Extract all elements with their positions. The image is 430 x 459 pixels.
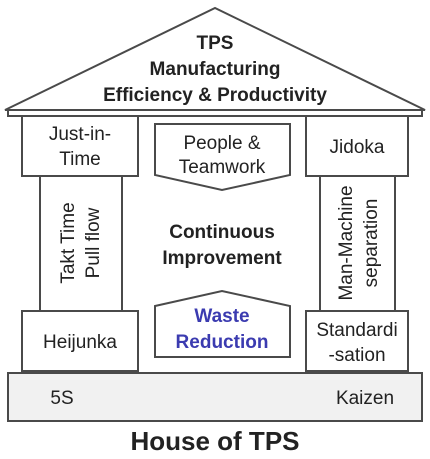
left-pillar-shaft xyxy=(39,175,123,312)
continuous-improvement-label: Continuous xyxy=(169,222,275,243)
roof-tagline: Efficiency & Productivity xyxy=(103,85,327,106)
waste-reduction-label: Waste xyxy=(194,306,249,327)
right-pillar-shaft xyxy=(319,175,396,312)
people-teamwork-label-2: Teamwork xyxy=(179,157,266,178)
left-pillar-top-label-2: Time xyxy=(59,149,101,170)
left-pillar-shaft-label: Takt Time xyxy=(58,202,79,283)
right-pillar-base-box xyxy=(305,310,409,372)
left-pillar-base-box xyxy=(21,310,139,372)
foundation-slab xyxy=(7,372,423,422)
ceiling-beam xyxy=(7,109,423,117)
roof-title: TPS xyxy=(197,33,234,54)
foundation-label-5s: 5S xyxy=(50,388,73,409)
right-pillar-shaft-label-2: separation xyxy=(361,199,382,288)
left-pillar-shaft-label-2: Pull flow xyxy=(83,207,104,278)
left-pillar-top-label: Just-in- xyxy=(49,124,111,145)
continuous-improvement-label-2: Improvement xyxy=(162,248,282,269)
people-teamwork-chevron xyxy=(154,123,291,192)
people-teamwork-label: People & xyxy=(183,133,260,154)
foundation-label-kaizen: Kaizen xyxy=(336,388,394,409)
diagram-caption: House of TPS xyxy=(130,426,299,456)
roof-subtitle: Manufacturing xyxy=(150,59,281,80)
waste-reduction-label-2: Reduction xyxy=(176,332,269,353)
right-pillar-base-label: Standardi xyxy=(316,320,397,341)
waste-reduction-chevron xyxy=(154,289,291,358)
right-pillar-top-label: Jidoka xyxy=(330,137,385,158)
left-pillar-base-label: Heijunka xyxy=(43,332,117,353)
right-pillar-shaft-label: Man-Machine xyxy=(336,185,357,300)
left-pillar-top-box xyxy=(21,115,139,177)
right-pillar-base-label-2: -sation xyxy=(328,345,385,366)
